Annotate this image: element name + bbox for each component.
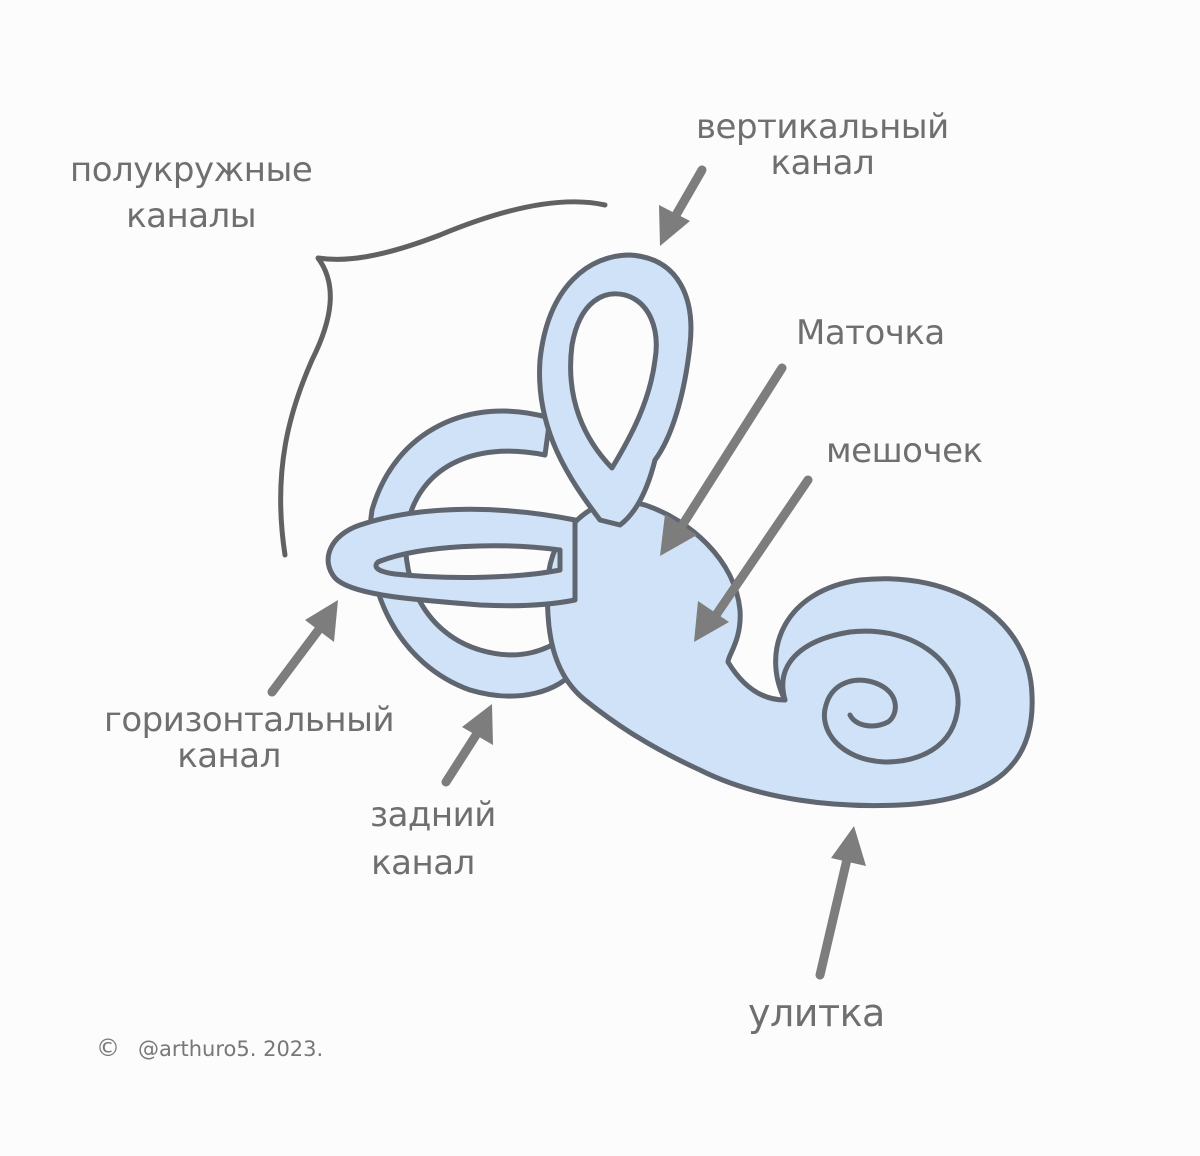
label-vertical-canal-line2: канал [770, 142, 875, 183]
label-vertical-canal-line1: вертикальный [696, 107, 949, 147]
label-horizontal-canal-line1: горизонтальный [104, 700, 395, 740]
label-semicircular-canals-line1: полукружные [70, 150, 313, 190]
credit-text: @arthuro5. 2023. [138, 1037, 324, 1061]
cochlea-spiral [780, 628, 961, 765]
arrow-posterior-canal [441, 704, 493, 787]
label-posterior-canal-line1: задний [370, 795, 496, 835]
label-posterior-canal-line2: канал [371, 842, 475, 883]
arrow-saccule [694, 475, 813, 642]
label-vertical-canal: вертикальный канал [696, 107, 949, 183]
arrow-vertical-canal [659, 165, 707, 246]
canals-brace [278, 199, 608, 558]
horizontal-canal [325, 506, 578, 609]
vertical-canal [537, 252, 694, 528]
label-saccule-text: мешочек [826, 431, 983, 471]
label-utricle-text: Маточка [796, 313, 945, 353]
copyright-icon: © [96, 1034, 120, 1062]
label-cochlea-text: улитка [748, 991, 885, 1035]
label-semicircular-canals-line2: каналы [126, 195, 257, 236]
label-horizontal-canal-line2: канал [177, 735, 281, 776]
label-utricle: Маточка [796, 313, 945, 353]
arrow-utricle [660, 363, 787, 556]
vestibule-and-cochlea [544, 498, 1035, 809]
arrow-cochlea [815, 826, 866, 980]
label-horizontal-canal: горизонтальный канал [104, 700, 395, 774]
label-cochlea: улитка [748, 991, 885, 1035]
arrow-horizontal-canal [267, 600, 338, 697]
label-saccule: мешочек [826, 431, 983, 471]
credit: © @arthuro5. 2023. [96, 1034, 323, 1062]
label-semicircular-canals: полукружные каналы [70, 150, 313, 236]
label-posterior-canal: задний канал [370, 795, 496, 881]
